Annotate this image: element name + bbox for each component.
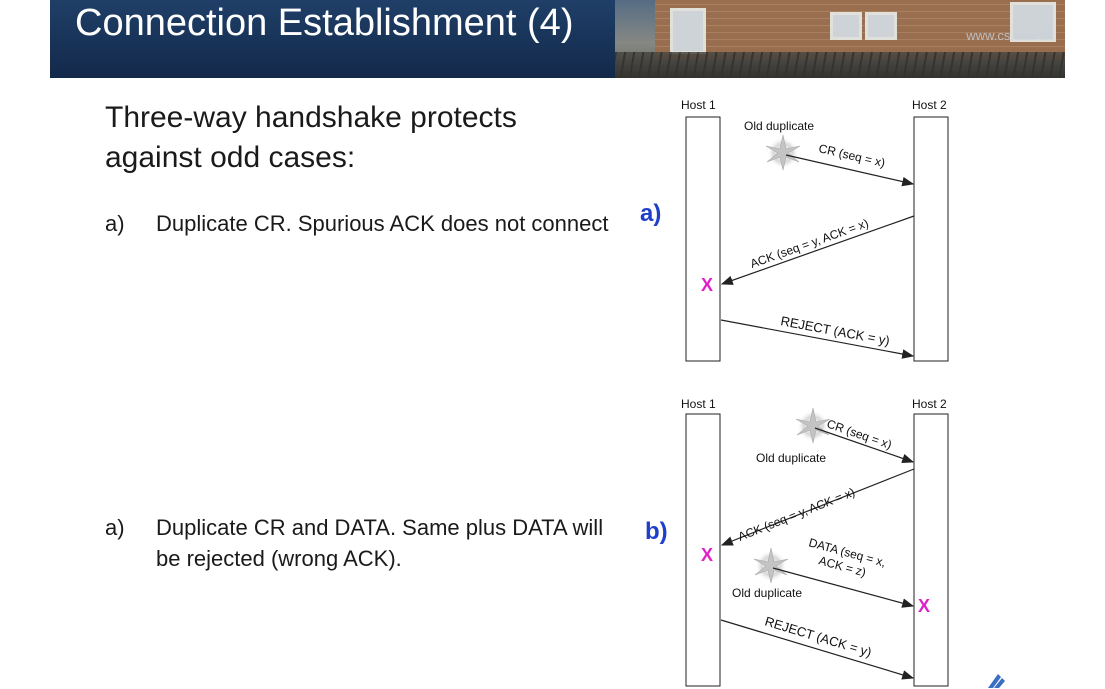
banner-photo xyxy=(615,0,1065,78)
page-title: Connection Establishment (4) xyxy=(75,2,574,44)
host1-timeline xyxy=(685,116,721,362)
cr-arrow xyxy=(814,427,915,463)
list-marker: a) xyxy=(105,515,125,540)
host1-label: Host 1 xyxy=(681,397,716,411)
title-banner: Connection Establishment (4) www.cs.aau.… xyxy=(50,0,1065,78)
cr-message: CR (seq = x) xyxy=(817,141,886,170)
bicycles xyxy=(615,52,1065,78)
diagram-label: a) xyxy=(640,200,661,227)
host2-label: Host 2 xyxy=(912,397,947,411)
list-item-text: Duplicate CR. Spurious ACK does not conn… xyxy=(156,211,609,236)
x-mark: X xyxy=(701,545,713,565)
window xyxy=(865,12,897,40)
window xyxy=(830,12,862,40)
watermark: www.cs.aau.dk xyxy=(966,28,1053,43)
window xyxy=(1010,2,1056,42)
heading: Three-way handshake protects against odd… xyxy=(105,101,517,174)
reject-arrow xyxy=(720,319,915,359)
host2-label: Host 2 xyxy=(912,98,947,112)
burst-icon xyxy=(765,134,801,171)
ack-message: ACK (seq = y, ACK = x) xyxy=(736,485,857,544)
x-mark: X xyxy=(918,596,930,616)
diagram-label: b) xyxy=(645,518,668,545)
cr-arrow xyxy=(785,154,915,187)
host2-timeline xyxy=(913,116,949,362)
list-item-text: Duplicate CR and DATA. Same plus DATA wi… xyxy=(156,515,604,571)
host2-timeline xyxy=(913,413,949,687)
host1-label: Host 1 xyxy=(681,98,716,112)
cr-message: CR (seq = x) xyxy=(825,417,894,452)
x-mark: X xyxy=(701,275,713,295)
burst-icon xyxy=(753,547,789,584)
old-duplicate-label: Old duplicate xyxy=(732,586,802,600)
host1-timeline xyxy=(685,413,721,687)
reject-message: REJECT (ACK = y) xyxy=(779,313,891,348)
ack-arrow xyxy=(720,468,915,546)
data-arrow xyxy=(772,567,915,608)
diagram-b: b) Host 1 Host 2 CR (seq = x) Old duplic… xyxy=(645,397,949,687)
burst-icon xyxy=(795,407,831,444)
logo-icon xyxy=(988,674,1005,688)
ack-message: ACK (seq = y, ACK = x) xyxy=(748,216,870,271)
ack-arrow xyxy=(720,215,915,285)
list-marker: a) xyxy=(105,211,125,236)
old-duplicate-label: Old duplicate xyxy=(744,119,814,133)
old-duplicate-label: Old duplicate xyxy=(756,451,826,465)
reject-arrow xyxy=(720,619,915,680)
reject-message: REJECT (ACK = y) xyxy=(763,614,873,660)
diagram-a: a) Host 1 Host 2 Old duplicate CR (seq =… xyxy=(640,98,949,362)
